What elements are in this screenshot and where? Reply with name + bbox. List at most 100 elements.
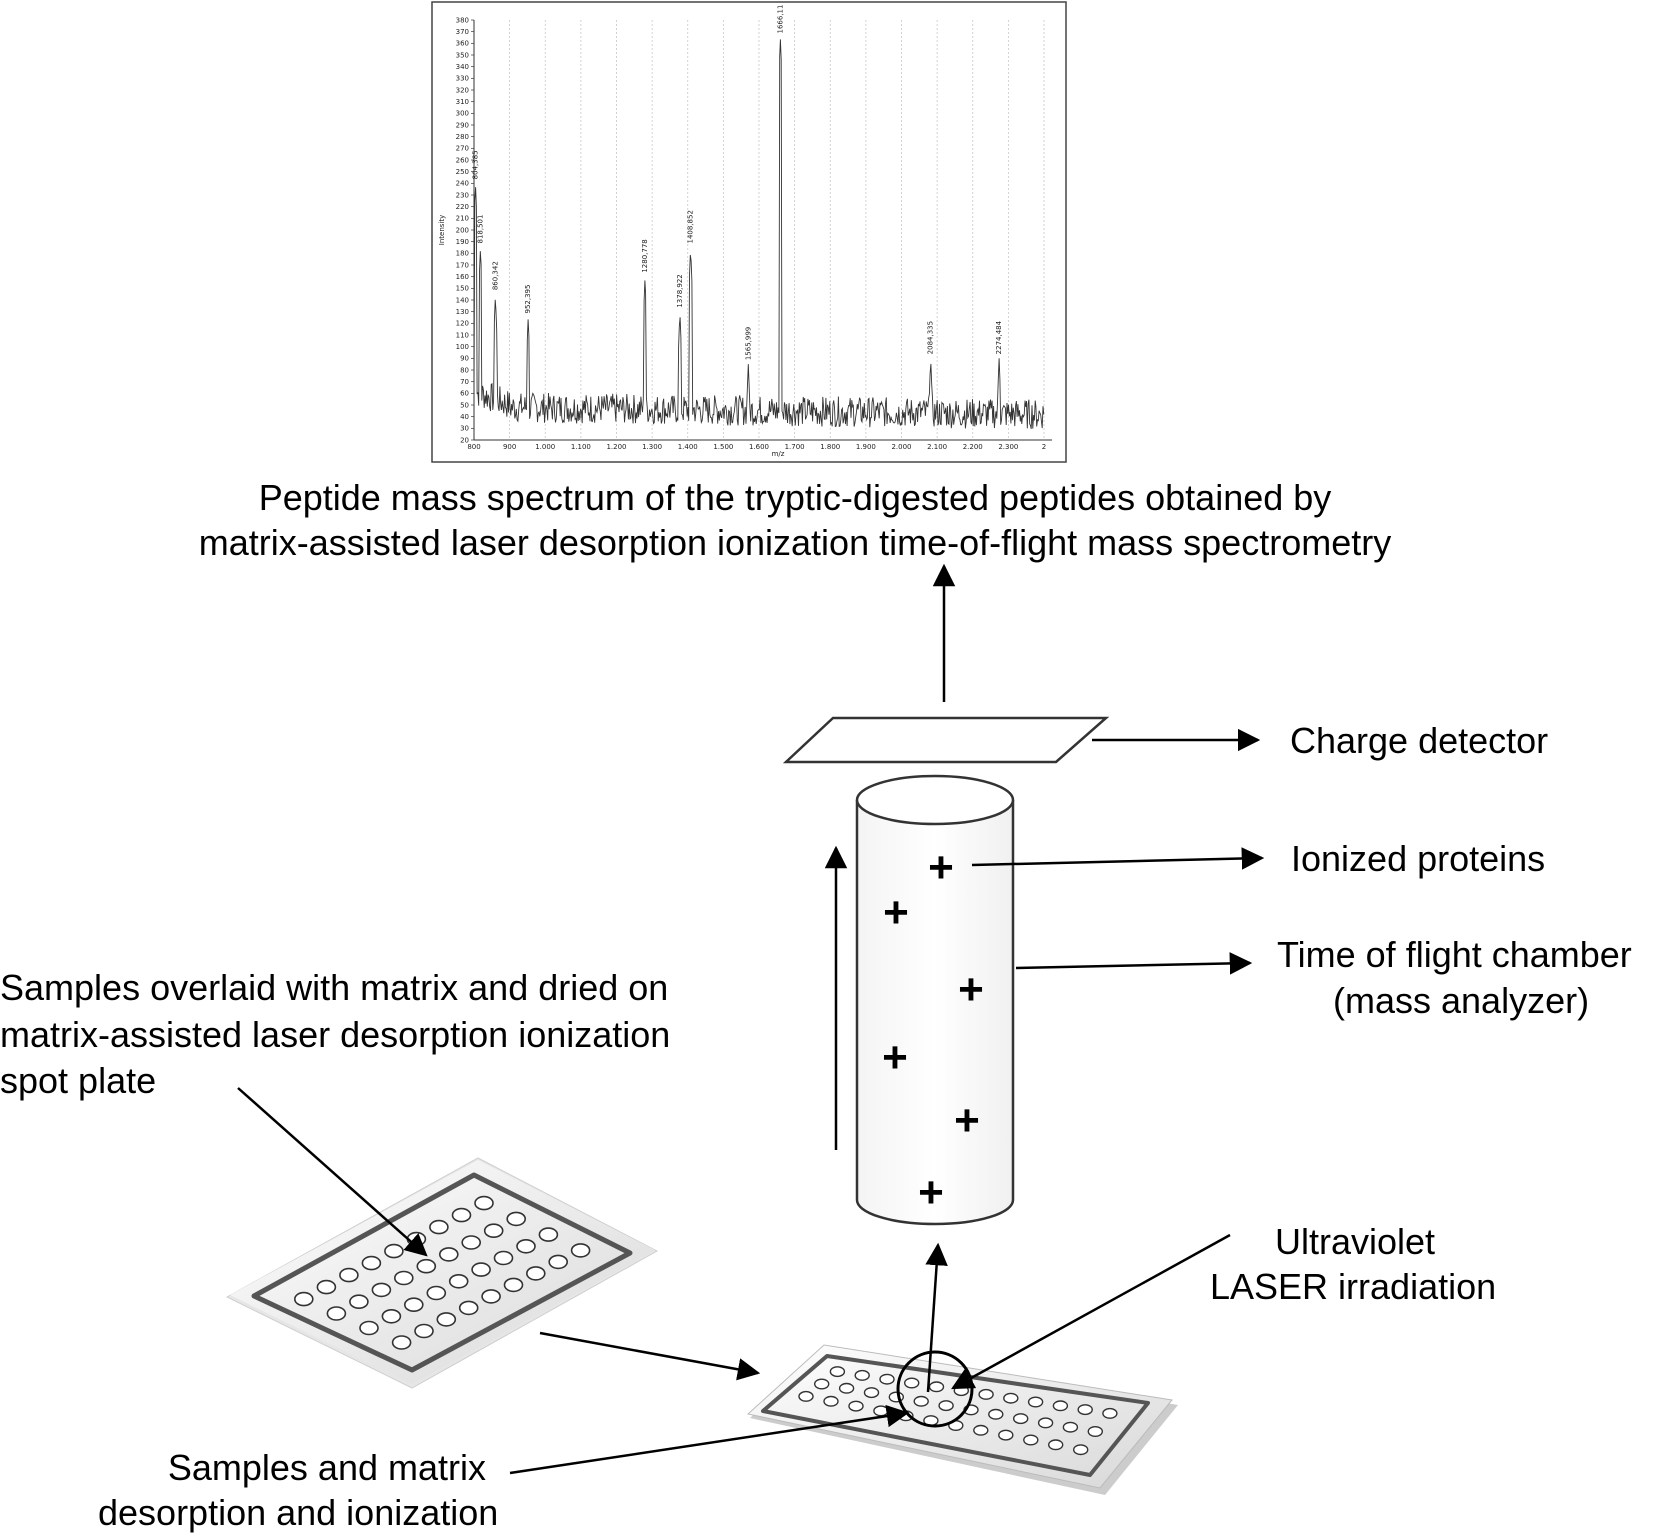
spectrum-y-tick-label: 330 xyxy=(456,75,469,83)
spectrum-x-tick-label: 1.200 xyxy=(606,443,626,451)
tof-chamber-label-line-2: (mass analyzer) xyxy=(1333,980,1590,1021)
plate-well xyxy=(474,1195,494,1211)
spectrum-y-tick-label: 80 xyxy=(460,366,469,374)
spectrum-y-tick-label: 210 xyxy=(456,215,469,223)
ion-plus-icon: + xyxy=(958,965,984,1014)
plate-well xyxy=(998,1429,1014,1441)
spectrum-y-ticks: 2030405060708090100110120130140150160170… xyxy=(456,16,474,444)
ion-ejection-arrow xyxy=(925,1242,948,1393)
plate-well xyxy=(436,1312,457,1327)
plate-well xyxy=(493,1250,514,1266)
charge-detector-plate xyxy=(782,716,1110,764)
spectrum-peak-label: 818,501 xyxy=(476,215,484,244)
spectrum-caption-line-1: Peptide mass spectrum of the tryptic-dig… xyxy=(258,477,1332,518)
spectrum-x-tick-label: 900 xyxy=(503,443,516,451)
samples-label-line-2: matrix-assisted laser desorption ionizat… xyxy=(0,1014,671,1055)
plate-well xyxy=(823,1395,839,1407)
plate-well xyxy=(928,1381,945,1393)
plate-well xyxy=(978,1388,994,1400)
maldi-spot-plate-large xyxy=(225,1157,659,1389)
plate-well xyxy=(1087,1425,1104,1437)
maldi-spot-plate-small xyxy=(746,1344,1178,1495)
spectrum-y-tick-label: 50 xyxy=(460,401,469,409)
plate-well xyxy=(326,1306,347,1321)
plate-well xyxy=(848,1400,864,1412)
spectrum-trace xyxy=(473,39,1045,429)
spectrum-y-tick-label: 30 xyxy=(460,425,469,433)
plate-well xyxy=(483,1223,504,1238)
plate-well xyxy=(548,1254,569,1270)
plate-transfer-arrow xyxy=(539,1331,761,1381)
plate-well xyxy=(503,1277,524,1293)
plate-well xyxy=(1013,1413,1029,1425)
plate-well xyxy=(461,1235,482,1250)
spectrum-y-tick-label: 160 xyxy=(456,273,469,281)
plate-well xyxy=(339,1267,359,1283)
spectrum-y-tick-label: 240 xyxy=(456,180,469,188)
ionized-protein-markers: ++++++ xyxy=(882,843,984,1217)
plate-well xyxy=(359,1320,379,1336)
plate-well xyxy=(1077,1404,1093,1416)
spectrum-x-tick-label: 1.400 xyxy=(678,443,698,451)
spectrum-y-tick-label: 250 xyxy=(456,168,469,176)
spectrum-peak-label: 804,385 xyxy=(471,150,479,179)
spectrum-peak-label: 1408,852 xyxy=(687,210,695,243)
plate-well xyxy=(393,1270,414,1286)
spectrum-y-tick-label: 380 xyxy=(456,16,469,24)
plate-well xyxy=(414,1323,434,1339)
plate-well xyxy=(538,1227,559,1242)
spectrum-y-tick-label: 20 xyxy=(460,436,469,444)
plate-well xyxy=(973,1424,989,1436)
plate-well xyxy=(879,1373,895,1385)
plate-well xyxy=(316,1279,337,1295)
plate-well xyxy=(938,1400,954,1412)
tof-chamber-arrow xyxy=(1015,952,1253,975)
plate-well xyxy=(1062,1421,1079,1433)
spectrum-x-tick-label: 2.300 xyxy=(998,443,1018,451)
plate-well xyxy=(349,1294,369,1309)
ionized-proteins-arrow xyxy=(971,847,1265,870)
plate-well xyxy=(506,1211,527,1227)
spectrum-y-tick-label: 100 xyxy=(456,343,469,351)
ion-plus-icon: + xyxy=(928,843,954,892)
spectrum-peak-label: 1280,778 xyxy=(641,239,649,272)
spectrum-x-label: m/z xyxy=(772,450,785,458)
spectrum-peak-label: 1378,922 xyxy=(676,274,684,307)
plate-well xyxy=(1027,1396,1044,1408)
plate-well xyxy=(429,1219,449,1235)
spectrum-y-tick-label: 370 xyxy=(456,28,469,36)
spectrum-y-tick-label: 130 xyxy=(456,308,469,316)
plate-well xyxy=(570,1243,591,1258)
spectrum-y-tick-label: 230 xyxy=(456,191,469,199)
spectrum-peak-label: 1565,999 xyxy=(744,327,752,360)
spectrum-peak-label: 952,395 xyxy=(524,285,532,314)
spectrum-y-tick-label: 90 xyxy=(460,355,469,363)
plate-well xyxy=(1037,1417,1054,1429)
plate-well xyxy=(829,1366,846,1378)
plate-well xyxy=(1003,1392,1019,1404)
spectrum-peak-label: 1666,11 xyxy=(776,5,784,34)
plate-well xyxy=(361,1255,382,1271)
spectrum-y-tick-label: 110 xyxy=(456,331,469,339)
spectrum-caption-line-2: matrix-assisted laser desorption ionizat… xyxy=(198,522,1392,563)
plate-well xyxy=(293,1291,314,1307)
uv-laser-label-line-1: Ultraviolet xyxy=(1275,1221,1436,1262)
desorption-arrow xyxy=(509,1404,910,1475)
plate-well xyxy=(371,1282,392,1298)
desorption-label-line-1: Samples and matrix xyxy=(167,1447,486,1488)
tof-chamber-cylinder xyxy=(855,774,1015,1226)
spectrum-peak-labels: 804,385818,501860,342952,3951280,7781378… xyxy=(471,5,1003,361)
spectrum-x-tick-label: 1.600 xyxy=(749,443,769,451)
plate-well xyxy=(904,1377,920,1389)
spectrum-y-tick-label: 120 xyxy=(456,320,469,328)
spectrum-x-tick-label: 1.800 xyxy=(820,443,840,451)
samples-label-line-3: spot plate xyxy=(0,1060,157,1101)
spectrum-y-tick-label: 60 xyxy=(460,390,469,398)
plate-well xyxy=(873,1405,889,1417)
spectrum-y-tick-label: 70 xyxy=(460,378,469,386)
spectrum-x-tick-label: 800 xyxy=(467,443,480,451)
plate-well xyxy=(448,1274,469,1289)
spectrum-y-tick-label: 40 xyxy=(460,413,469,421)
spectrum-x-tick-label: 1.000 xyxy=(535,443,555,451)
tof-chamber-label-line-1: Time of flight chamber xyxy=(1277,934,1632,975)
